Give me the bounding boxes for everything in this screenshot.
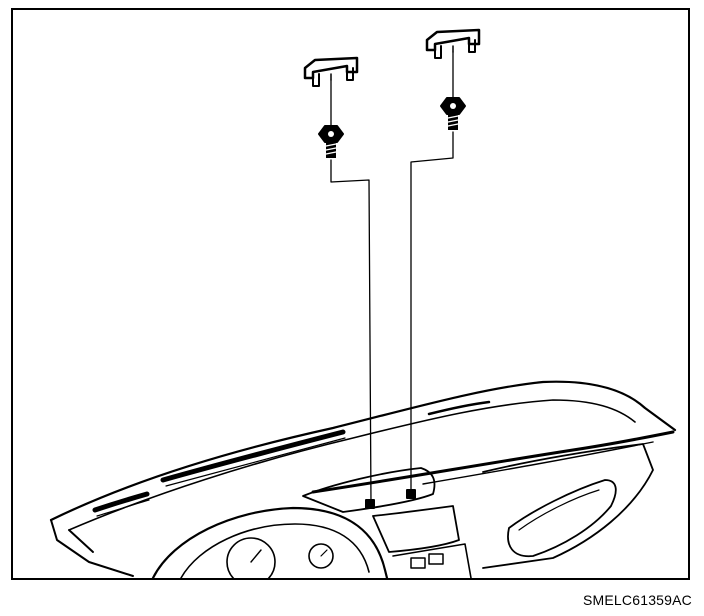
figure-reference-code: SMELC61359AC <box>582 592 692 608</box>
steering-wheel <box>151 506 389 578</box>
diagram-frame <box>11 8 690 580</box>
dashboard-top <box>49 380 677 577</box>
clip-right <box>425 28 481 59</box>
clip-left <box>303 56 359 87</box>
gauge-cluster <box>226 537 334 578</box>
dashboard-diagram <box>49 28 677 578</box>
glove-box <box>482 443 654 569</box>
screw-left <box>318 125 344 158</box>
leader-lines <box>330 51 454 505</box>
dashboard-center <box>302 467 472 578</box>
screw-right <box>440 97 466 130</box>
